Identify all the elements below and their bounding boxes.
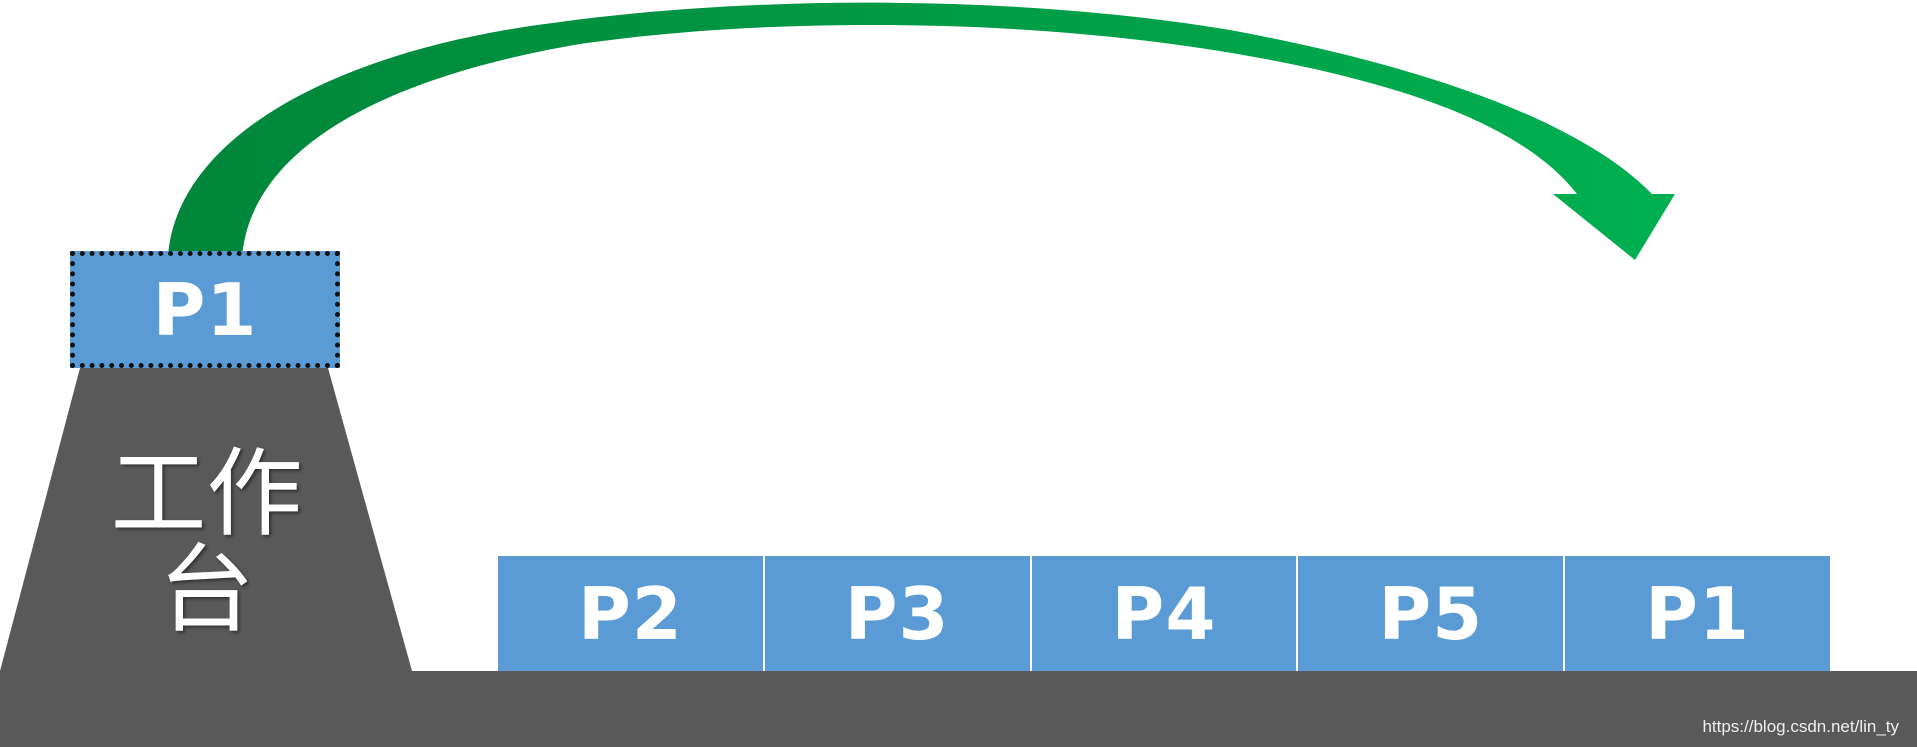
queue-item-label: P4 [1111, 571, 1217, 656]
queue-item-label: P5 [1378, 571, 1484, 656]
workbench-label: 工作台 [110, 438, 303, 646]
ground-strip [0, 671, 1917, 747]
queue-item-label: P1 [1645, 571, 1751, 656]
transfer-arrow [168, 2, 1675, 261]
active-item-box: P1 [70, 251, 340, 368]
queue-item: P1 [1565, 556, 1830, 671]
queue-item: P4 [1031, 556, 1299, 671]
queue-item: P3 [764, 556, 1032, 671]
queue-item-label: P2 [577, 571, 683, 656]
queue-item: P2 [498, 556, 765, 671]
item-queue: P2 P3 P4 P5 P1 [498, 556, 1830, 671]
workbench-stand [0, 368, 412, 671]
queue-item: P5 [1298, 556, 1566, 671]
active-item-label: P1 [152, 267, 258, 352]
watermark-text: https://blog.csdn.net/lin_ty [1702, 717, 1899, 736]
queue-item-label: P3 [844, 571, 950, 656]
